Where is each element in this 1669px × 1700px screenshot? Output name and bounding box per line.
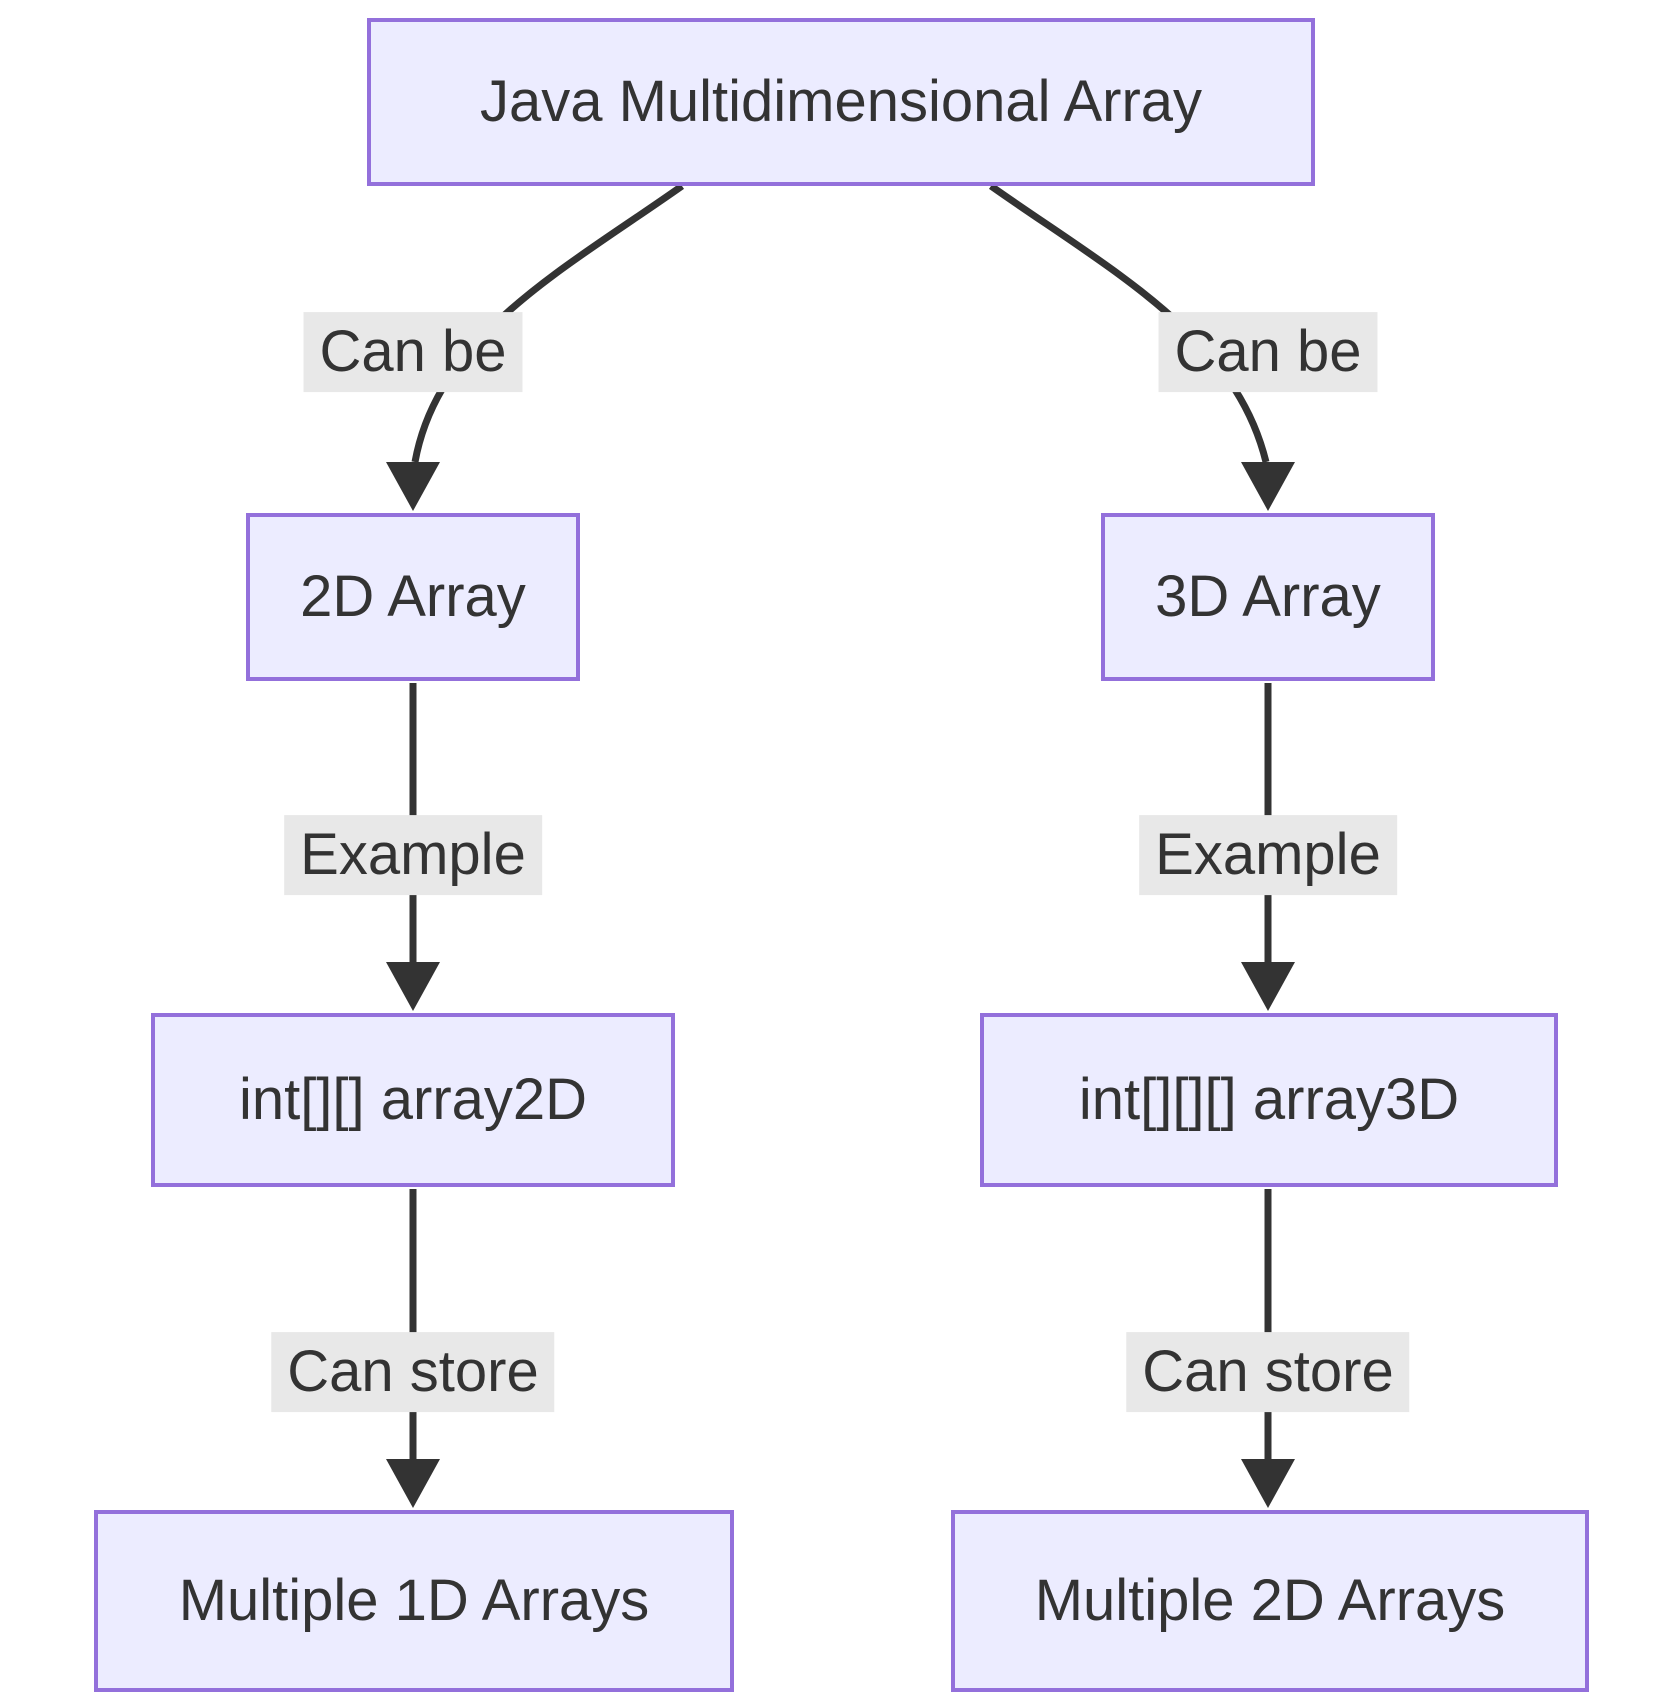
node-label: 2D Array xyxy=(300,563,526,629)
node-example-array2d: int[][] array2D xyxy=(151,1013,675,1187)
arrowhead-example-2d xyxy=(386,962,440,1011)
node-label: int[][][] array3D xyxy=(1078,1066,1460,1132)
arrowhead-multiple-2d xyxy=(1241,1459,1295,1508)
node-example-array3d: int[][][] array3D xyxy=(980,1013,1558,1187)
node-label: int[][] array2D xyxy=(238,1066,588,1132)
edge-root-to-2d-array xyxy=(411,183,685,463)
edge-label-example-left: Example xyxy=(284,815,542,895)
node-2d-array: 2D Array xyxy=(246,513,580,681)
node-label: Java Multidimensional Array xyxy=(479,68,1203,134)
arrowhead-multiple-1d xyxy=(386,1459,440,1508)
arrowhead-example-3d xyxy=(1241,962,1295,1011)
arrowhead-2d-array xyxy=(386,462,440,511)
node-label: Multiple 2D Arrays xyxy=(1034,1567,1506,1633)
edge-label-can-be-right: Can be xyxy=(1158,312,1378,392)
node-java-multidimensional-array: Java Multidimensional Array xyxy=(367,18,1315,186)
edge-label-can-store-left: Can store xyxy=(271,1332,555,1412)
node-label: Multiple 1D Arrays xyxy=(178,1567,650,1633)
edge-label-can-store-right: Can store xyxy=(1126,1332,1410,1412)
edge-label-example-right: Example xyxy=(1139,815,1397,895)
node-3d-array: 3D Array xyxy=(1101,513,1435,681)
edge-root-to-3d-array xyxy=(988,183,1270,463)
edge-label-can-be-left: Can be xyxy=(303,312,523,392)
node-multiple-1d-arrays: Multiple 1D Arrays xyxy=(94,1510,734,1692)
node-multiple-2d-arrays: Multiple 2D Arrays xyxy=(951,1510,1589,1692)
arrowhead-3d-array xyxy=(1241,462,1295,511)
node-label: 3D Array xyxy=(1155,563,1381,629)
